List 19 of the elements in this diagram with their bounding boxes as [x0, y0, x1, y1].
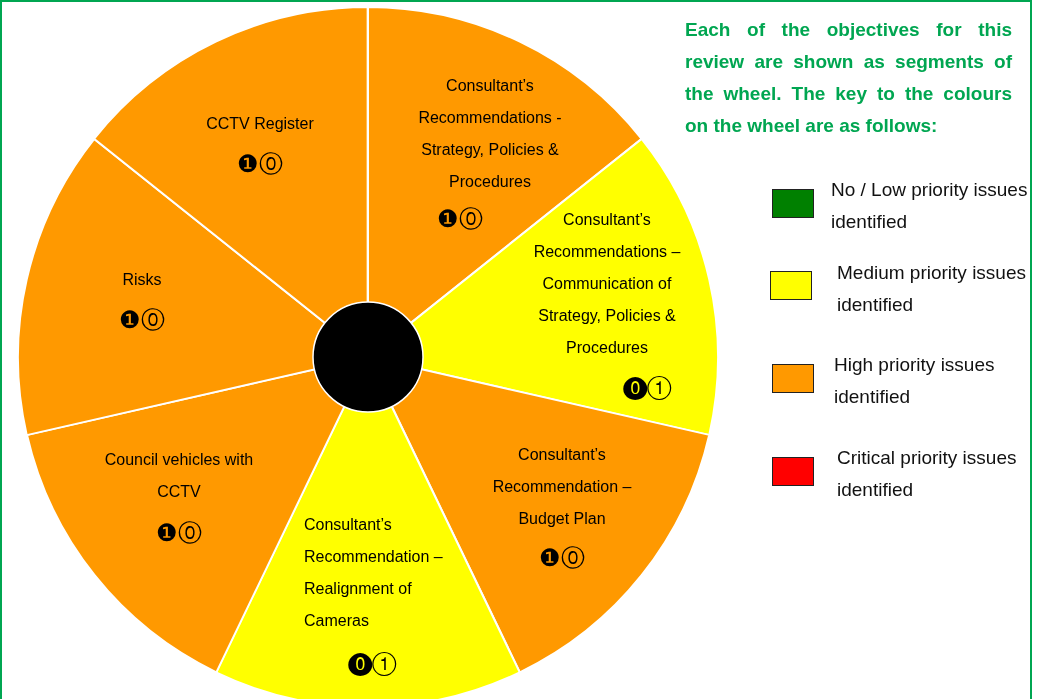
legend-label: No / Low priority issues identified — [831, 178, 1029, 234]
rating-symbols: ⓿① — [622, 372, 673, 400]
rating-symbols: ❶⓪ — [538, 544, 586, 572]
legend-label: Medium priority issues identified — [837, 261, 1027, 317]
rating-symbols: ❶⓪ — [118, 306, 166, 334]
rating-symbols: ❶⓪ — [236, 150, 284, 178]
legend-label: Critical priority issues identified — [837, 446, 1018, 502]
rating-symbols: ❶⓪ — [436, 205, 484, 233]
rating-symbols: ❶⓪ — [155, 519, 203, 547]
key-intro-text: Each of the objectives for this review are shown as segments of the wheel. The key to the colours on the wheel are as follows: — [685, 18, 1012, 138]
segment-title: Consultant’s Recommendations – Communication of Strategy, Policies & Procedures — [532, 210, 682, 358]
rating-symbols: ⓿① — [347, 648, 398, 676]
legend-label: High priority issues identified — [834, 353, 996, 409]
segment-title: CCTV Register — [205, 114, 315, 134]
segment-title: Risks — [121, 270, 163, 290]
segment-title: Consultant’s Recommendation – Budget Plan — [491, 445, 633, 529]
segment-title: Council vehicles with CCTV — [103, 450, 255, 502]
segment-title: Consultant’s Recommendations - Strategy, Policies & Procedures — [417, 76, 563, 192]
segment-title: Consultant’s Recommendation – Realignment of Cameras — [304, 515, 444, 631]
